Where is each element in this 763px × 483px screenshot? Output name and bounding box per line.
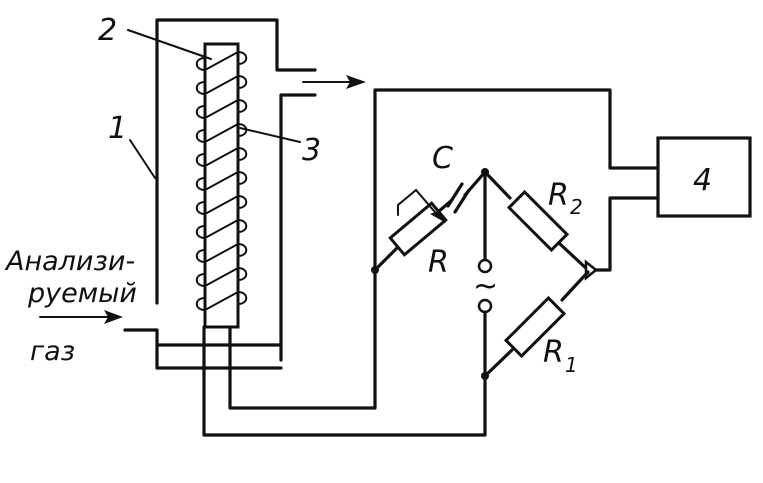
coil-loop-left xyxy=(195,57,206,71)
label-r2: R xyxy=(548,178,569,213)
resistor-r2 xyxy=(506,189,570,253)
rod xyxy=(203,42,240,329)
coil-loop-left xyxy=(195,153,206,167)
coil-turn-front xyxy=(204,195,239,215)
ac-terminal-top xyxy=(477,258,493,274)
coil xyxy=(195,51,248,311)
inlet-arrow xyxy=(39,310,123,324)
coil-turn-front xyxy=(204,243,239,263)
coil-turn-front xyxy=(204,267,239,287)
vessel-outer-wall xyxy=(155,18,317,305)
coil-loop-right xyxy=(237,51,248,65)
right-node xyxy=(584,259,599,281)
outlet-arrow xyxy=(302,75,366,89)
resistor-r1 xyxy=(503,295,567,359)
coil-turn-front xyxy=(204,147,239,167)
wire-right-to-r1 xyxy=(560,270,590,302)
wire-c-to-top-node xyxy=(463,170,487,197)
coil-lead-inner xyxy=(228,268,377,410)
leader-line-3 xyxy=(239,127,301,143)
vessel xyxy=(123,18,317,370)
left-rail xyxy=(373,88,660,272)
variable-resistor-arrow xyxy=(397,188,446,223)
coil-loop-left xyxy=(195,201,206,215)
coil-lead-outer xyxy=(202,325,487,437)
wire-r2-to-right-node xyxy=(558,242,590,272)
coil-loop-left xyxy=(195,177,206,191)
coil-loop-right xyxy=(237,99,248,113)
wire-top-to-r2 xyxy=(483,170,512,200)
coil-turn-front xyxy=(204,171,239,191)
right-rail xyxy=(588,196,660,272)
coil-turn-front xyxy=(204,123,239,143)
bridge-circuit xyxy=(371,88,660,380)
label-r2-subscript: 2 xyxy=(570,195,583,219)
label-r1-subscript: 1 xyxy=(565,353,578,377)
capacitor-c xyxy=(446,182,471,214)
vessel-bottom xyxy=(123,328,283,370)
coil-turn-front xyxy=(204,99,239,119)
coil-loop-right xyxy=(237,195,248,209)
label-4: 4 xyxy=(693,163,712,198)
gas-inlet-line-3: газ xyxy=(30,336,75,367)
vessel-right-wall xyxy=(279,93,317,362)
wire-r1-to-bottom-node xyxy=(483,348,514,378)
coil-loop-right xyxy=(237,219,248,233)
wire-left-to-r xyxy=(373,246,399,272)
coil-loop-left xyxy=(195,81,206,95)
label-r1: R xyxy=(543,335,564,370)
coil-turn-front xyxy=(204,291,239,311)
gas-inlet-line-2: руемый xyxy=(27,278,137,309)
gas-inlet-line-1: Анализи- xyxy=(4,246,135,277)
coil-loop-right xyxy=(237,291,248,305)
coil-loop-left xyxy=(195,129,206,143)
label-1: 1 xyxy=(108,111,127,146)
label-2: 2 xyxy=(98,13,117,48)
block-4 xyxy=(656,136,752,218)
coil-loop-left xyxy=(195,105,206,119)
coil-loop-right xyxy=(237,267,248,281)
label-c: C xyxy=(432,141,453,176)
coil-loop-left xyxy=(195,249,206,263)
leader-line-2 xyxy=(127,29,212,60)
bottom-node xyxy=(481,372,489,380)
coil-loop-left xyxy=(195,225,206,239)
coil-turn-front xyxy=(204,219,239,239)
coil-loop-right xyxy=(237,147,248,161)
coil-turn-front xyxy=(204,75,239,95)
coil-loop-right xyxy=(237,171,248,185)
left-node xyxy=(371,266,379,274)
label-r: R xyxy=(428,245,449,280)
coil-loop-left xyxy=(195,273,206,287)
coil-turn-front xyxy=(204,51,239,71)
coil-loop-left xyxy=(195,297,206,311)
label-3: 3 xyxy=(302,133,321,168)
label-ac: ~ xyxy=(473,269,498,304)
coil-loop-right xyxy=(237,243,248,257)
leader-line-1 xyxy=(129,139,156,179)
coil-loop-right xyxy=(237,75,248,89)
